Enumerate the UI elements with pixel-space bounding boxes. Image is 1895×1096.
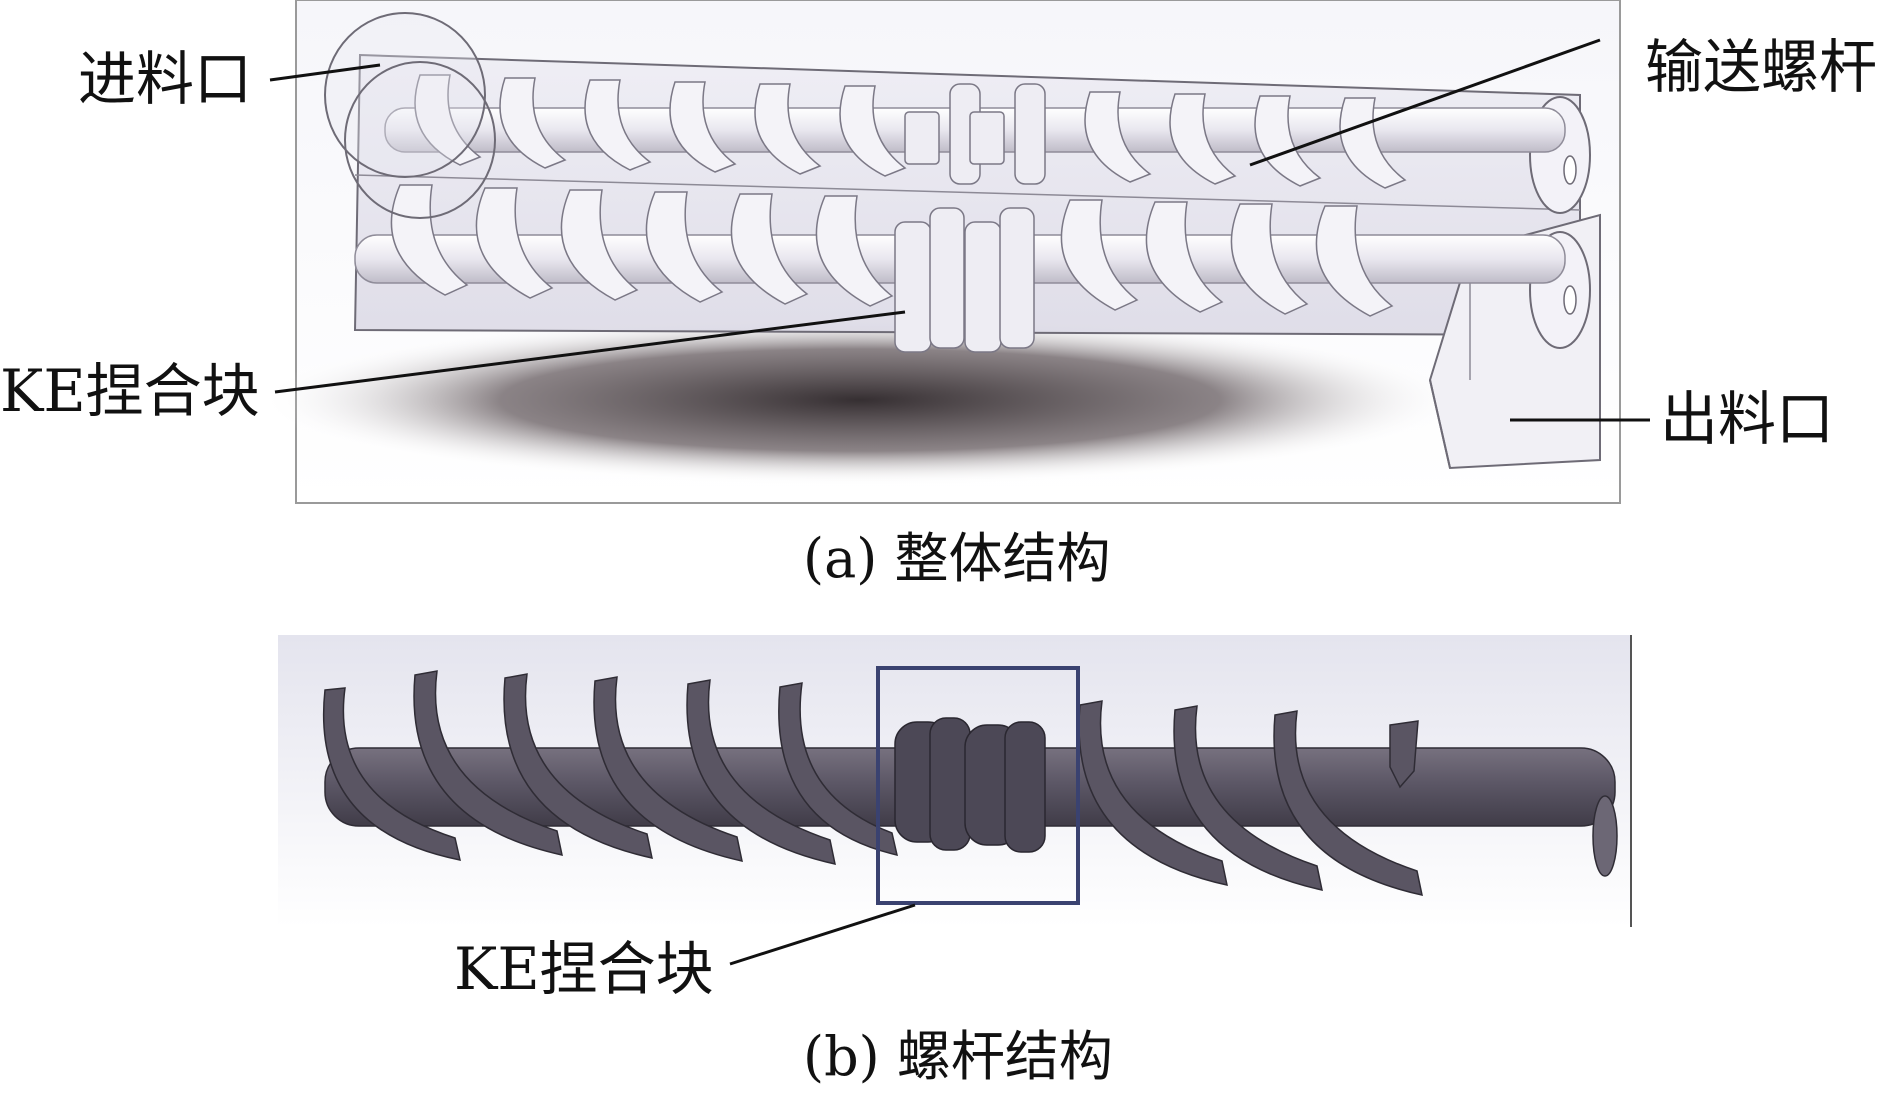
label-conveying-screw: 输送螺杆 [1645, 33, 1878, 101]
label-outlet: 出料口 [1660, 385, 1835, 453]
leader-lines-a [269, 38, 1650, 422]
label-inlet: 进料口 [78, 45, 253, 113]
label-ke-block-a: KE捏合块 [0, 357, 260, 425]
inlet-port [324, 12, 496, 219]
lower-screw [354, 184, 1566, 353]
label-ke-block-b: KE捏合块 [454, 935, 714, 1003]
panel-a-shadow [260, 315, 1460, 485]
caption-b: (b) 螺杆结构 [803, 1025, 1113, 1088]
leader-line-b [729, 903, 916, 966]
caption-a: (a) 整体结构 [803, 527, 1111, 590]
ke-highlight-box [876, 666, 1080, 905]
upper-screw [384, 74, 1566, 189]
screw-b [323, 670, 1618, 896]
